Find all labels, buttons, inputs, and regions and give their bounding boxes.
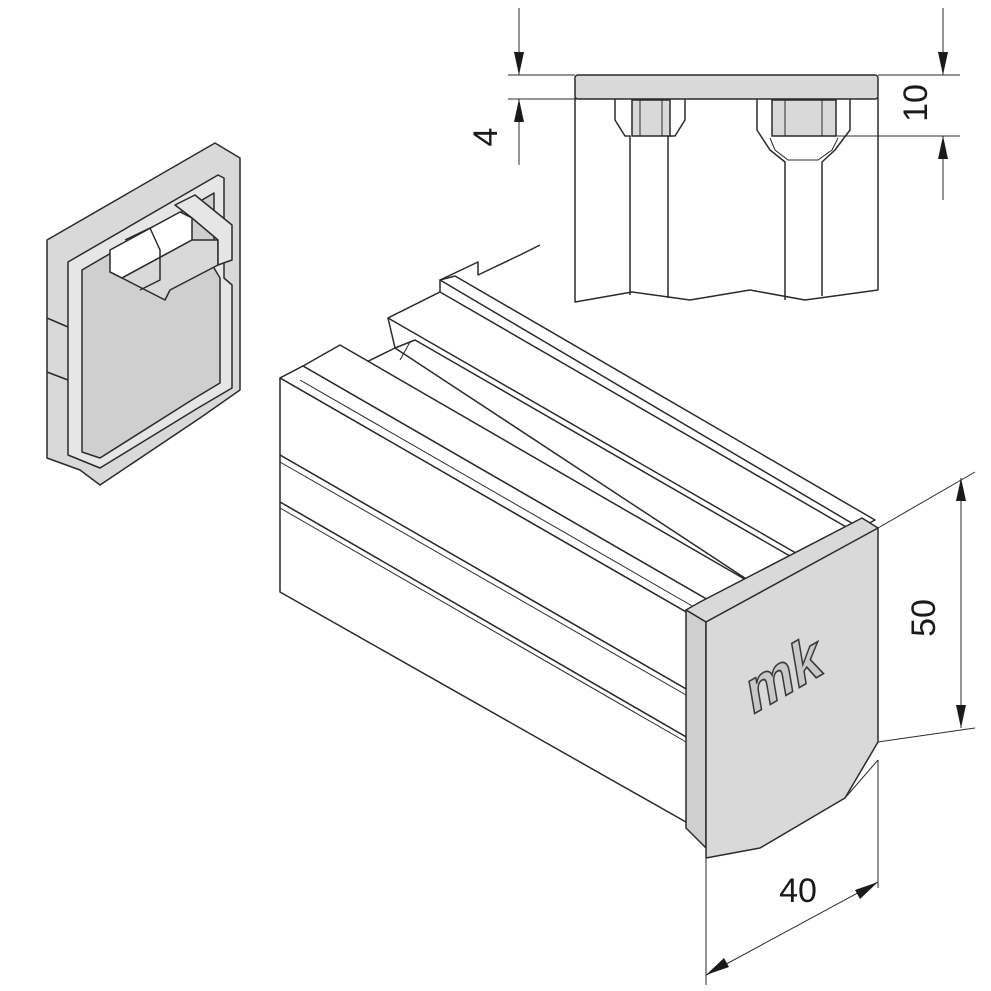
dimension-label-50: 50 <box>905 599 943 637</box>
end-cap-front: mk <box>685 517 879 859</box>
profile-isometric-view <box>279 244 876 831</box>
dimension-10: 10 <box>836 8 960 200</box>
dimension-label-4: 4 <box>467 128 505 147</box>
dimension-50: 50 <box>877 471 976 743</box>
end-cap-back-view <box>46 142 241 486</box>
section-view <box>574 74 879 303</box>
dimension-40: 40 <box>705 760 879 985</box>
dimension-label-40: 40 <box>779 872 817 910</box>
dimension-label-10: 10 <box>897 84 935 122</box>
dimension-4: 4 <box>467 8 615 165</box>
